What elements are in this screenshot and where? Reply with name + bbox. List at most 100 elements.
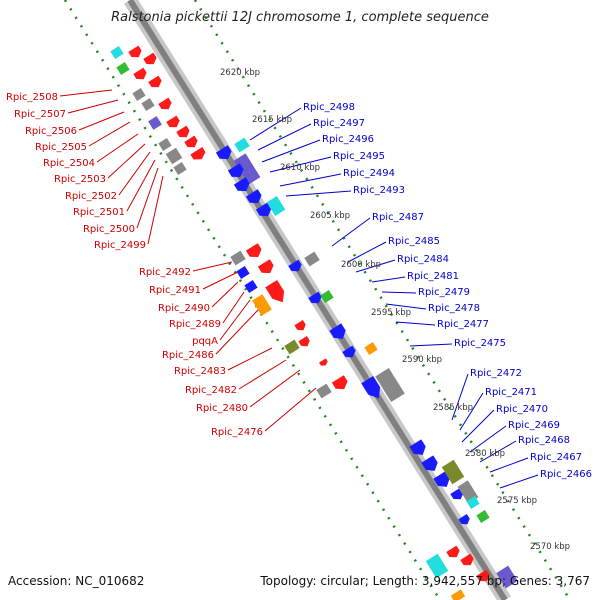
gene-label-left[interactable]: Rpic_2489 (169, 319, 221, 330)
gene-feature[interactable] (132, 88, 146, 101)
gene-feature[interactable] (342, 345, 357, 361)
gene-feature[interactable] (234, 137, 250, 153)
gene-feature[interactable] (116, 62, 130, 75)
gene-feature[interactable] (433, 471, 452, 490)
gene-label-right[interactable]: Rpic_2484 (397, 254, 449, 265)
gene-label-right[interactable]: Rpic_2478 (428, 303, 480, 314)
gene-label-right[interactable]: Rpic_2469 (508, 420, 560, 431)
gene-label-left[interactable]: Rpic_2483 (174, 366, 226, 377)
gene-feature[interactable] (425, 553, 449, 579)
gene-feature[interactable] (266, 196, 286, 216)
gene-feature[interactable] (148, 75, 163, 91)
gene-label-left[interactable]: Rpic_2499 (94, 240, 146, 251)
gene-feature[interactable] (308, 291, 323, 307)
gene-label-right[interactable]: Rpic_2468 (518, 435, 570, 446)
gene-feature[interactable] (257, 259, 276, 277)
gene-feature[interactable] (265, 279, 289, 306)
gene-label-left[interactable]: Rpic_2480 (196, 403, 248, 414)
gene-label-left[interactable]: Rpic_2508 (6, 92, 58, 103)
gene-feature[interactable] (255, 202, 274, 220)
gene-feature[interactable] (184, 135, 199, 151)
gene-label-left[interactable]: Rpic_2492 (139, 267, 191, 278)
gene-label-right[interactable]: Rpic_2495 (333, 151, 385, 162)
gene-feature[interactable] (450, 589, 466, 600)
gene-label-right[interactable]: Rpic_2471 (485, 387, 537, 398)
gene-label-left[interactable]: Rpic_2476 (211, 427, 263, 438)
gene-feature[interactable] (316, 383, 332, 399)
gene-feature[interactable] (288, 259, 303, 275)
gene-label-right[interactable]: Rpic_2467 (530, 452, 582, 463)
gene-feature[interactable] (244, 280, 258, 293)
gene-feature[interactable] (148, 116, 162, 130)
gene-feature[interactable] (304, 251, 320, 267)
gene-feature[interactable] (233, 177, 252, 195)
gene-label-right[interactable]: Rpic_2472 (470, 368, 522, 379)
gene-feature[interactable] (173, 162, 187, 175)
gene-feature[interactable] (165, 147, 183, 165)
gene-feature[interactable] (466, 496, 480, 509)
gene-label-right[interactable]: Rpic_2481 (407, 271, 459, 282)
gene-feature[interactable] (176, 125, 191, 141)
gene-feature[interactable] (245, 243, 264, 261)
gene-feature[interactable] (476, 569, 491, 585)
gene-label-left[interactable]: Rpic_2490 (158, 303, 210, 314)
gene-label-left[interactable]: Rpic_2507 (14, 109, 66, 120)
gene-feature[interactable] (166, 115, 181, 131)
gene-feature[interactable] (460, 553, 475, 569)
gene-feature[interactable] (245, 189, 264, 207)
gene-label-right[interactable]: Rpic_2498 (303, 102, 355, 113)
gene-feature[interactable] (190, 147, 207, 163)
gene-feature[interactable] (364, 342, 378, 355)
gene-feature[interactable] (320, 290, 334, 303)
gene-label-right[interactable]: Rpic_2487 (372, 212, 424, 223)
gene-label-right[interactable]: Rpic_2475 (454, 338, 506, 349)
gene-label-right[interactable]: Rpic_2477 (437, 319, 489, 330)
gene-feature[interactable] (496, 565, 518, 589)
gene-label-right[interactable]: Rpic_2497 (313, 118, 365, 129)
gene-label-left[interactable]: Rpic_2502 (65, 191, 117, 202)
gene-feature[interactable] (298, 336, 311, 349)
gene-feature[interactable] (375, 368, 405, 402)
gene-feature[interactable] (319, 358, 329, 367)
gene-label-left[interactable]: Rpic_2482 (185, 385, 237, 396)
gene-feature[interactable] (458, 514, 471, 527)
gene-label-left[interactable]: Rpic_2503 (54, 174, 106, 185)
gene-feature[interactable] (476, 510, 490, 523)
gene-label-left[interactable]: Rpic_2504 (43, 158, 95, 169)
gene-feature[interactable] (230, 250, 246, 266)
gene-label-right[interactable]: Rpic_2485 (388, 236, 440, 247)
gene-label-right[interactable]: Rpic_2479 (418, 287, 470, 298)
gene-feature[interactable] (143, 52, 158, 68)
gene-feature[interactable] (284, 339, 300, 355)
gene-feature[interactable] (441, 459, 465, 485)
gene-label-left[interactable]: Rpic_2491 (149, 285, 201, 296)
gene-feature[interactable] (158, 138, 172, 151)
gene-feature[interactable] (227, 163, 246, 181)
gene-label-right[interactable]: Rpic_2470 (496, 404, 548, 415)
gene-feature[interactable] (236, 266, 250, 279)
gene-feature[interactable] (233, 153, 261, 185)
gene-label-left[interactable]: Rpic_2486 (162, 350, 214, 361)
gene-label-left[interactable]: Rpic_2501 (73, 207, 125, 218)
gene-feature[interactable] (361, 375, 385, 402)
gene-feature[interactable] (215, 145, 234, 163)
gene-feature[interactable] (421, 455, 440, 474)
gene-feature[interactable] (331, 375, 350, 393)
gene-feature[interactable] (128, 45, 143, 61)
gene-feature[interactable] (252, 294, 272, 316)
gene-feature[interactable] (110, 46, 124, 59)
gene-feature[interactable] (158, 97, 173, 113)
gene-label-right[interactable]: Rpic_2494 (343, 168, 395, 179)
gene-label-left[interactable]: pqqA (192, 336, 218, 347)
gene-feature[interactable] (329, 323, 348, 342)
gene-label-right[interactable]: Rpic_2496 (322, 134, 374, 145)
gene-label-right[interactable]: Rpic_2466 (540, 469, 592, 480)
gene-label-left[interactable]: Rpic_2506 (25, 126, 77, 137)
gene-label-right[interactable]: Rpic_2493 (353, 185, 405, 196)
gene-feature[interactable] (133, 67, 148, 83)
gene-feature[interactable] (446, 545, 461, 561)
gene-label-left[interactable]: Rpic_2500 (83, 224, 135, 235)
gene-label-left[interactable]: Rpic_2505 (35, 142, 87, 153)
gene-feature[interactable] (141, 98, 155, 111)
gene-feature[interactable] (294, 320, 307, 333)
